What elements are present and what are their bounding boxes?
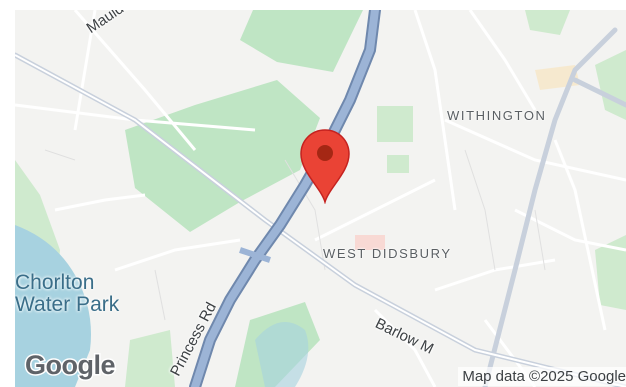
map-tiles bbox=[15, 10, 626, 387]
park-area bbox=[525, 10, 570, 35]
water-area bbox=[15, 225, 91, 387]
district-label-west-didsbury: WEST DIDSBURY bbox=[323, 246, 452, 261]
google-logo: Google bbox=[24, 349, 118, 382]
park-area bbox=[387, 155, 409, 173]
district-label-withington: WITHINGTON bbox=[447, 108, 547, 123]
map-attribution[interactable]: Map data ©2025 Google bbox=[458, 367, 626, 386]
park-area bbox=[595, 235, 626, 310]
park-area bbox=[240, 10, 363, 72]
hospital-area bbox=[355, 235, 385, 250]
place-label-chorlton-water-park: Chorlton Water Park bbox=[15, 271, 120, 316]
map-pin-icon[interactable] bbox=[299, 128, 351, 204]
water-area bbox=[255, 322, 309, 387]
park-area bbox=[125, 80, 320, 232]
park-area bbox=[377, 106, 413, 142]
park-area bbox=[595, 50, 626, 120]
map-view[interactable]: WITHINGTON WEST DIDSBURY Mauldeth Rd W P… bbox=[15, 10, 626, 387]
park-area bbox=[125, 330, 175, 387]
